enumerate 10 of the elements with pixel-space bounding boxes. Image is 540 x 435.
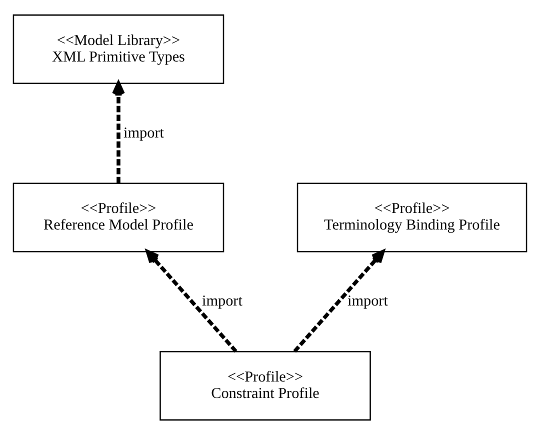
edge-label: import — [347, 292, 388, 310]
node-box: <<Model Library>> XML Primitive Types — [12, 14, 224, 84]
edge-label: import — [124, 124, 164, 142]
arrow — [293, 250, 385, 353]
node-box: <<Profile>> Reference Model Profile — [12, 182, 224, 252]
arrow — [146, 250, 238, 353]
arrow — [112, 82, 125, 184]
edge-label: import — [202, 292, 242, 310]
node-box: <<Profile>> Constraint Profile — [160, 350, 371, 421]
node-box: <<Profile>> Terminology Binding Profile — [296, 182, 528, 252]
